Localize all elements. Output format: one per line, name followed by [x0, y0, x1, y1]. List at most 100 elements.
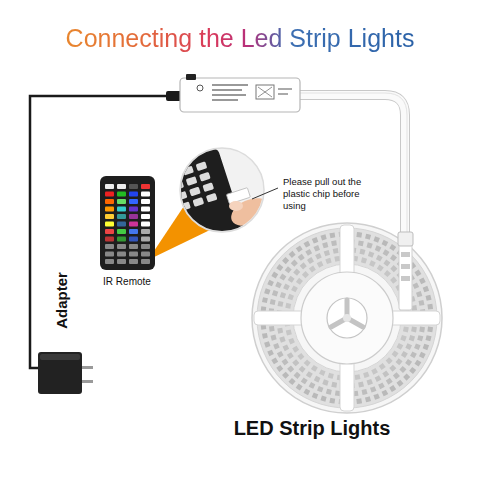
remote-symbol [105, 259, 114, 264]
remote-symbol [105, 244, 114, 249]
note-text: Please pull out the plastic chip before … [283, 176, 379, 212]
zoom-callout [193, 197, 205, 207]
remote-symbol [129, 244, 138, 249]
zoom-callout [179, 201, 191, 211]
adapter-symbol [38, 352, 93, 394]
remote-symbol [117, 237, 126, 242]
ribbon-cable [298, 93, 407, 240]
controller-box [212, 84, 248, 86]
controller-box [186, 74, 196, 80]
remote-symbol [129, 229, 138, 234]
led-reel [327, 298, 367, 338]
led-reel [343, 314, 351, 322]
led-reel [252, 223, 442, 413]
remote-symbol [141, 214, 150, 219]
remote-symbol [105, 192, 114, 197]
zoom-callout [196, 161, 208, 171]
remote-symbol [105, 237, 114, 242]
remote-symbol [105, 229, 114, 234]
remote-symbol [117, 229, 126, 234]
zoom-callout [189, 187, 201, 197]
remote-symbol [117, 244, 126, 249]
led-reel [287, 258, 407, 378]
controller-box [212, 99, 238, 101]
remote-symbol [117, 214, 126, 219]
remote-symbol [117, 259, 126, 264]
remote-symbol [105, 222, 114, 227]
zoom-callout [206, 193, 218, 203]
adapter-symbol [82, 366, 93, 369]
led-reel [331, 300, 363, 327]
leader-line [252, 188, 278, 199]
strip-connector [399, 238, 412, 310]
remote-label: IR Remote [103, 276, 151, 289]
ribbon-cable [298, 95, 405, 240]
zoom-callout [229, 201, 243, 211]
remote-symbol [141, 259, 150, 264]
led-reel [252, 223, 442, 413]
remote-symbol [141, 237, 150, 242]
zoom-callout [227, 193, 273, 232]
adapter-symbol [40, 354, 80, 360]
remote-symbol [100, 176, 155, 270]
remote-symbol [129, 184, 138, 189]
remote-symbol [117, 222, 126, 227]
controller-box [258, 87, 272, 97]
zoom-callout [169, 170, 181, 180]
led-reel [293, 264, 401, 372]
ribbon-cable [298, 93, 407, 240]
controller-box [256, 85, 274, 99]
remote-symbol [117, 199, 126, 204]
remote-symbol [129, 259, 138, 264]
remote-symbol [100, 176, 155, 270]
strip-connector [398, 232, 413, 310]
remote-symbol [105, 214, 114, 219]
remote-symbol [117, 252, 126, 257]
zoom-callout [199, 172, 211, 182]
strip-connector [401, 276, 410, 281]
controller-box [212, 94, 246, 96]
zoom-callout [176, 191, 188, 201]
power-wire [30, 91, 182, 368]
remote-symbol [117, 184, 126, 189]
zoom-callout [158, 142, 260, 252]
controller-box [180, 74, 300, 112]
led-reel [301, 272, 393, 364]
remote-symbol [117, 207, 126, 212]
ribbon-cable [298, 95, 405, 240]
remote-symbol [129, 214, 138, 219]
remote-symbol [141, 184, 150, 189]
zoom-callout [182, 166, 194, 176]
remote-symbol [141, 229, 150, 234]
controller-box [197, 85, 203, 91]
remote-symbol [141, 199, 150, 204]
adapter-symbol [82, 380, 93, 383]
zoom-callout [202, 182, 214, 192]
remote-symbol [141, 252, 150, 257]
adapter-label: Adapter [53, 272, 72, 329]
controller-box [278, 93, 288, 95]
remote-symbol [105, 184, 150, 264]
remote-symbol [141, 192, 150, 197]
adapter-symbol [38, 352, 82, 394]
remote-symbol [129, 199, 138, 204]
power-wire [30, 96, 172, 368]
strip-connector [401, 264, 410, 269]
remote-symbol [105, 252, 114, 257]
controller-box [278, 88, 292, 90]
remote-symbol [129, 222, 138, 227]
zoom-callout [186, 176, 198, 186]
remote-symbol [129, 237, 138, 242]
remote-symbol [129, 252, 138, 257]
controller-box [180, 78, 300, 112]
controller-box [212, 89, 242, 91]
remote-symbol [117, 192, 126, 197]
remote-symbol [129, 192, 138, 197]
remote-symbol [105, 207, 114, 212]
remote-symbol [105, 199, 114, 204]
zoom-callout [172, 181, 184, 191]
strip-connector [398, 232, 413, 246]
remote-symbol [141, 222, 150, 227]
